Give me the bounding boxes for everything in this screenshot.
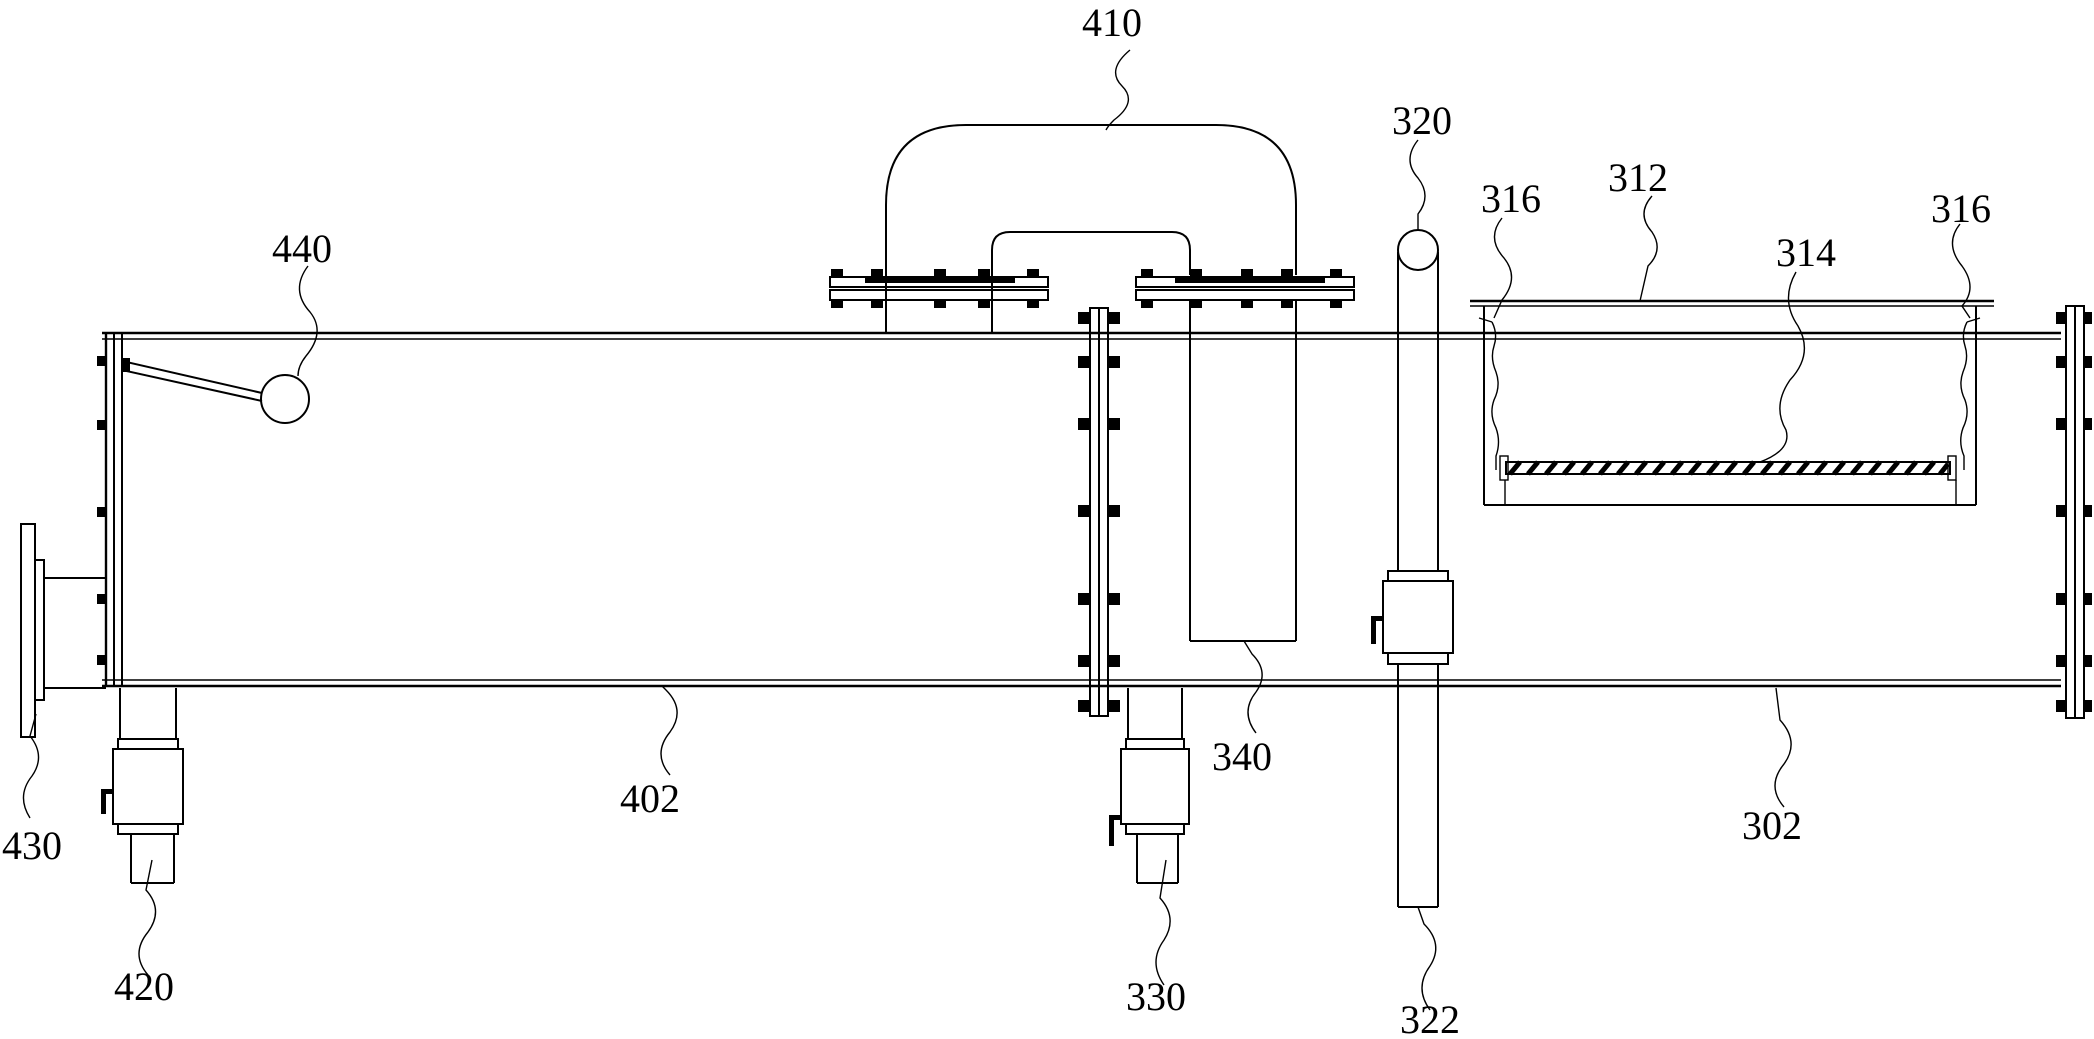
- label-440: 440: [272, 226, 332, 271]
- float-ball-440: [121, 358, 310, 424]
- label-322: 322: [1400, 997, 1460, 1039]
- label-402: 402: [620, 776, 680, 821]
- filter-basket-312: [1470, 299, 1994, 506]
- middle-flange: [1078, 307, 1120, 717]
- vertical-pipe-320: [1371, 229, 1454, 908]
- label-316-right: 316: [1931, 186, 1991, 231]
- u-pipe-410: [829, 124, 1355, 333]
- side-outlet-430: [20, 523, 106, 738]
- leader-lines: [22, 49, 1971, 1011]
- label-330: 330: [1126, 974, 1186, 1019]
- label-312: 312: [1608, 155, 1668, 200]
- bottom-valve-420: [101, 688, 184, 884]
- inner-pipe-340: [1189, 300, 1297, 642]
- label-430: 430: [2, 823, 62, 868]
- label-420: 420: [114, 964, 174, 1009]
- part-labels: 410 320 316 312 316 314 440 340 402 302 …: [2, 0, 1991, 1039]
- label-314: 314: [1776, 230, 1836, 275]
- left-end-bolts: [97, 356, 106, 665]
- label-302: 302: [1742, 803, 1802, 848]
- label-340: 340: [1212, 734, 1272, 779]
- label-316-left: 316: [1481, 176, 1541, 221]
- right-end-flange: [2056, 305, 2092, 719]
- label-410: 410: [1082, 0, 1142, 45]
- label-320: 320: [1392, 98, 1452, 143]
- bottom-valve-330: [1109, 688, 1190, 884]
